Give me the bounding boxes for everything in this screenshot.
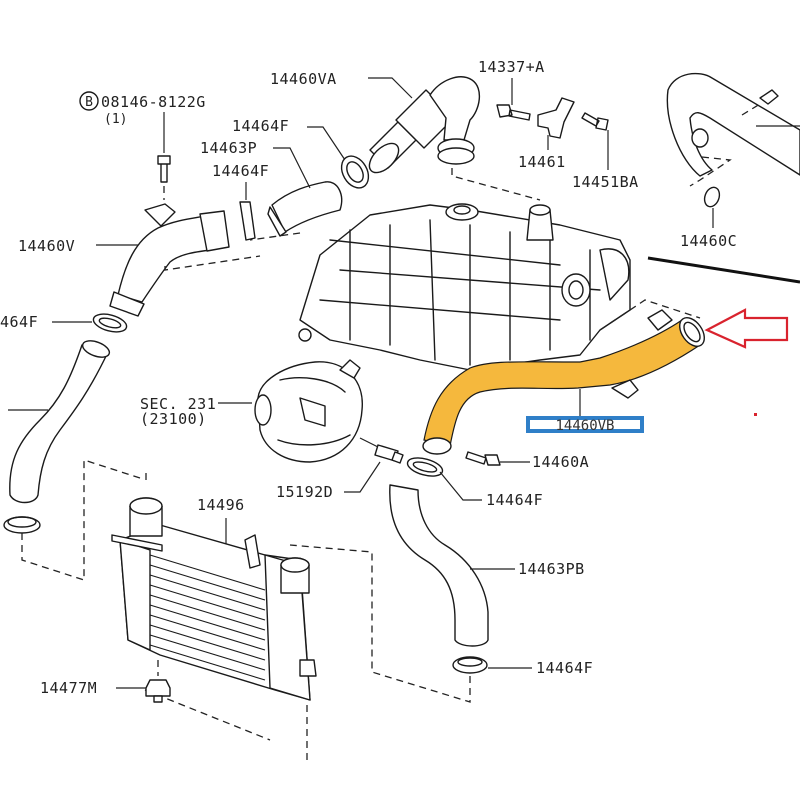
bolt-icon (157, 155, 171, 183)
red-dot-marker (754, 413, 757, 416)
label-14464F-top: 14464F (232, 117, 289, 135)
label-14496: 14496 (197, 496, 245, 514)
part-14461: 14461 (518, 97, 575, 171)
part-14464F-mid: 14464F (212, 162, 269, 241)
label-14464F-mid: 14464F (212, 162, 269, 180)
divider-line (647, 256, 800, 284)
part-14460VB-highlighted: 14460VB (422, 309, 706, 455)
engine-block (249, 203, 701, 371)
bolt-08146-8122G: B 08146-8122G (1) (79, 91, 206, 200)
label-14461: 14461 (518, 153, 566, 171)
part-14463PB: 14463PB (389, 484, 585, 647)
bolt-icon (581, 112, 609, 131)
part-14464F-bottom: 14464F (289, 544, 593, 703)
label-15192D: 15192D (276, 483, 333, 501)
label-14460A: 14460A (532, 453, 589, 471)
label-08146-8122G: 08146-8122G (101, 93, 206, 111)
part-15192D: 15192D (276, 437, 404, 501)
part-top-right-pipe (666, 72, 800, 177)
part-14477M: 14477M (40, 660, 171, 703)
part-14464F-right: 14464F (406, 457, 543, 509)
label-14460C: 14460C (680, 232, 737, 250)
label-14464F-bottom: 14464F (536, 659, 593, 677)
part-14460VA: 14460VA (270, 70, 541, 201)
part-14337A: 14337+A (478, 58, 545, 121)
label-14464F-right: 14464F (486, 491, 543, 509)
part-14464F-left: 464F (0, 313, 128, 333)
label-14463PB: 14463PB (518, 560, 585, 578)
label-14463P: 14463P (200, 139, 257, 157)
part-14451BA: 14451BA (572, 112, 639, 191)
label-14451BA: 14451BA (572, 173, 639, 191)
bracket-icon (537, 97, 575, 139)
label-14460VB: 14460VB (555, 418, 614, 434)
bolt-symbol-letter: B (85, 95, 93, 110)
label-14464F-left: 464F (0, 313, 38, 331)
clamp-bottom-left (3, 459, 141, 581)
part-14460C: 14460C (680, 156, 737, 250)
bolt-icon (484, 454, 501, 466)
intercooler-fins (149, 554, 266, 681)
part-14463P: 14463P (200, 139, 343, 237)
part-sec-231: SEC. 231 (23100) (140, 359, 363, 463)
bolt-icon (496, 104, 531, 121)
label-14337A: 14337+A (478, 58, 545, 76)
part-14496-intercooler: 14496 (111, 472, 317, 760)
part-14464F-top: 14464F (232, 117, 370, 189)
callout-box-14460VB[interactable] (526, 416, 644, 433)
arrow-left-icon (704, 308, 789, 349)
label-14477M: 14477M (40, 679, 97, 697)
label-14460V: 14460V (18, 237, 75, 255)
part-14460A: 14460A (465, 451, 589, 471)
label-14460VA: 14460VA (270, 70, 337, 88)
bolt-icon (759, 89, 779, 105)
label-sec-231: SEC. 231 (140, 395, 216, 413)
left-hose (8, 340, 111, 504)
part-14460V: 14460V (18, 203, 261, 317)
bolt-symbol-circle (79, 91, 99, 111)
label-bolt-qty: (1) (104, 112, 127, 127)
label-sec-231-sub: (23100) (140, 410, 207, 428)
indicator-arrow (704, 308, 789, 416)
